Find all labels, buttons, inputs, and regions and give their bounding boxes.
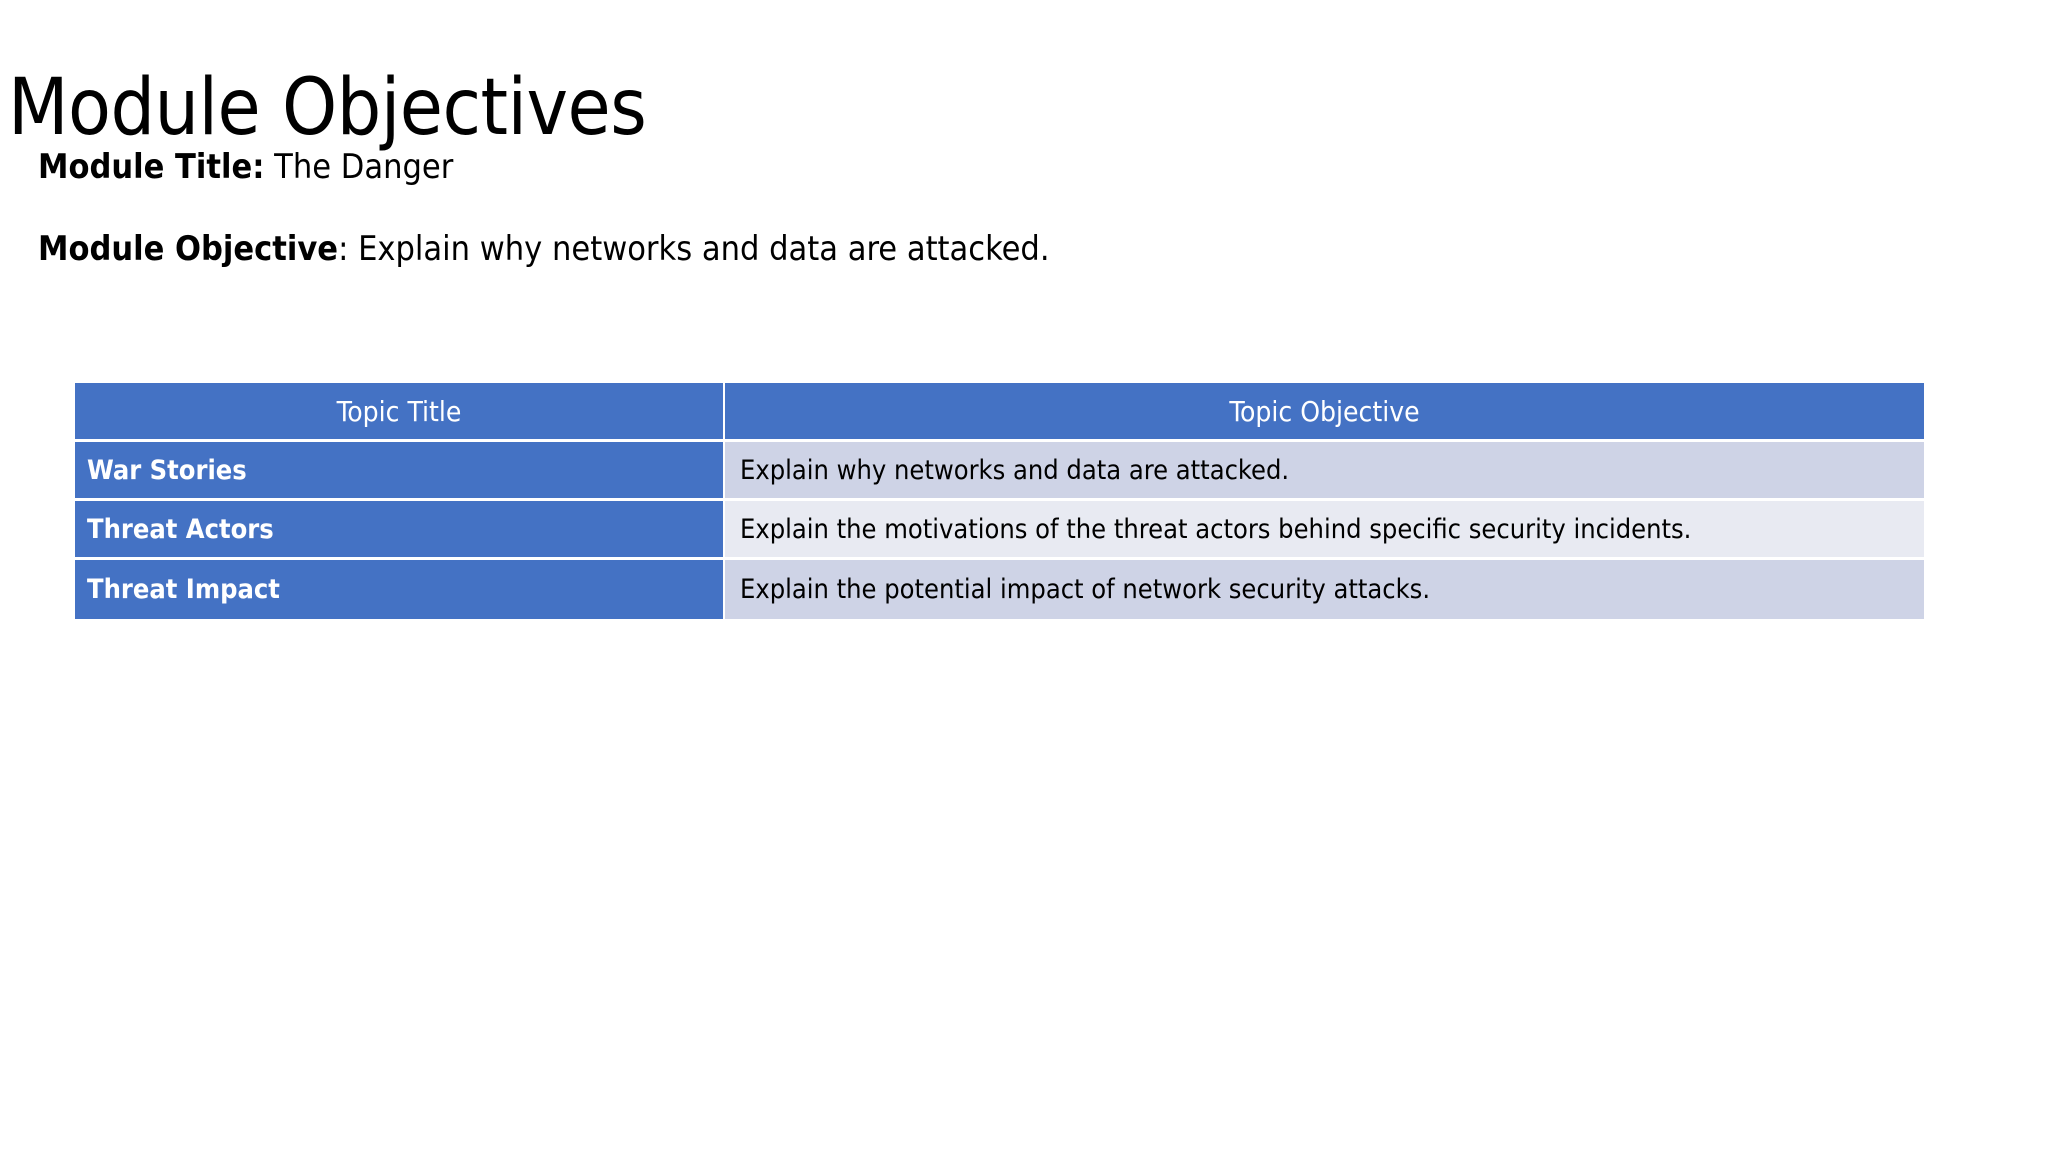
cell-topic-title: Threat Impact <box>75 560 725 619</box>
column-header-topic-title: Topic Title <box>75 383 725 442</box>
cell-topic-objective: Explain the potential impact of network … <box>725 560 1924 619</box>
cell-topic-title: War Stories <box>75 442 725 501</box>
module-title-line: Module Title: The Danger <box>38 150 1998 184</box>
module-objective-label: Module Objective <box>38 229 339 269</box>
module-title-value: The Danger <box>274 147 454 187</box>
table-row: Threat Actors Explain the motivations of… <box>75 501 1924 560</box>
table-row: War Stories Explain why networks and dat… <box>75 442 1924 501</box>
topic-objectives-table: Topic Title Topic Objective War Stories … <box>75 383 1924 619</box>
table-header: Topic Title Topic Objective <box>75 383 1924 442</box>
module-objective-value: : Explain why networks and data are atta… <box>338 229 1050 269</box>
module-objective-line: Module Objective: Explain why networks a… <box>38 232 1998 266</box>
page-title: Module Objectives <box>8 63 647 154</box>
cell-topic-title: Threat Actors <box>75 501 725 560</box>
table-row: Threat Impact Explain the potential impa… <box>75 560 1924 619</box>
table-header-row: Topic Title Topic Objective <box>75 383 1924 442</box>
body-text-block: Module Title: The Danger Module Objectiv… <box>38 150 1998 266</box>
cell-topic-objective: Explain why networks and data are attack… <box>725 442 1924 501</box>
table-body: War Stories Explain why networks and dat… <box>75 442 1924 619</box>
module-title-label: Module Title: <box>38 147 265 187</box>
cell-topic-objective: Explain the motivations of the threat ac… <box>725 501 1924 560</box>
column-header-topic-objective: Topic Objective <box>725 383 1924 442</box>
